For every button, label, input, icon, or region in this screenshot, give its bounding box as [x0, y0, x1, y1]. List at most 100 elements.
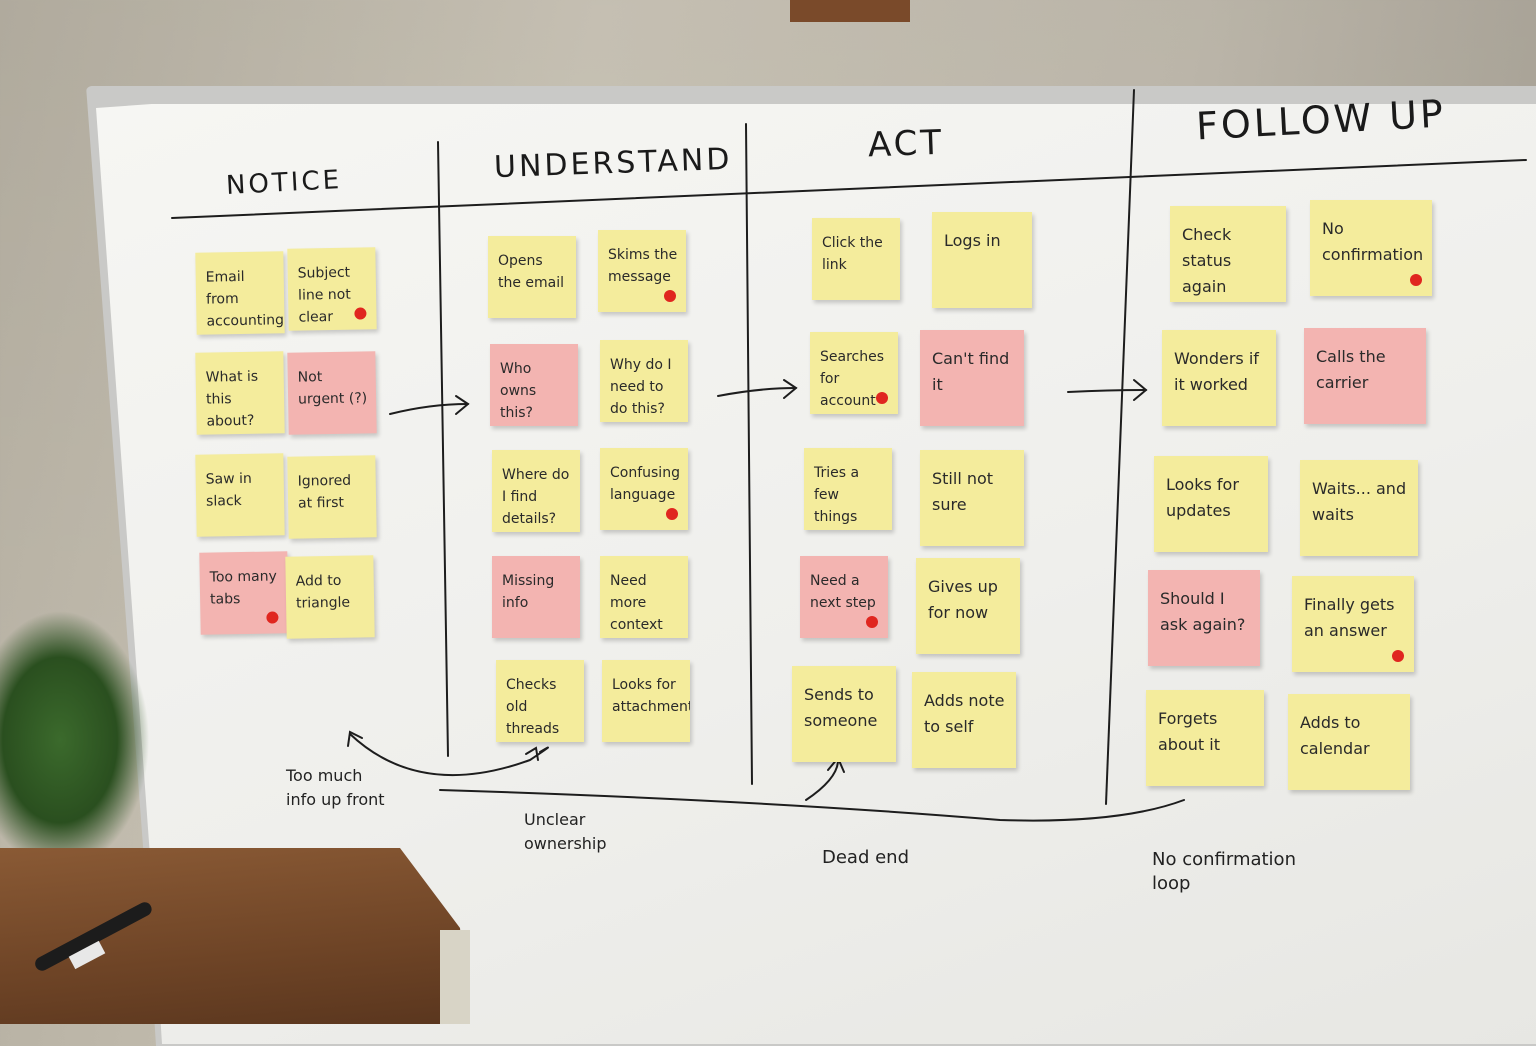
red-dot-sticker	[664, 290, 676, 302]
sticky-note: Not urgent (?)	[287, 351, 377, 435]
note-text: What is this about?	[205, 368, 259, 430]
loop-curve	[349, 733, 549, 777]
sticky-note: Waits... and waits	[1300, 460, 1418, 556]
sticky-note: Looks for attachments	[602, 660, 690, 742]
arrow-1	[389, 403, 469, 415]
sticky-note: Need a next step	[800, 556, 888, 638]
annotation-no-confirmation-loop: No confirmation loop	[1152, 849, 1296, 894]
sticky-note: Add to triangle	[285, 555, 375, 639]
heading-act: ACT	[867, 122, 945, 166]
note-text: Still not sure	[932, 469, 994, 514]
sticky-note: Forgets about it	[1146, 690, 1264, 786]
sticky-note: Adds note to self	[912, 672, 1016, 768]
note-text: Can't find it	[932, 349, 1010, 394]
note-text: Looks for updates	[1166, 475, 1239, 520]
sticky-note: Should I ask again?	[1148, 570, 1260, 666]
note-text: Searches for account	[820, 349, 885, 409]
note-text: No confirmation	[1322, 219, 1424, 264]
sticky-note: Missing info	[492, 556, 580, 638]
arrow-3-head	[1133, 379, 1148, 401]
table-leg	[440, 930, 470, 1024]
sticky-note: Why do I need to do this?	[600, 340, 688, 422]
note-text: Click the link	[822, 235, 883, 273]
sticky-note: Tries a few things	[804, 448, 892, 530]
note-text: Add to triangle	[295, 572, 351, 612]
sticky-note: Adds to calendar	[1288, 694, 1410, 790]
sticky-note: Need more context	[600, 556, 688, 638]
note-text: Gives up for now	[928, 577, 998, 622]
marker-lines	[171, 89, 1527, 822]
wood-beam	[790, 0, 910, 22]
sticky-note: Where do I find details?	[492, 450, 580, 532]
note-text: Confusing language	[610, 465, 680, 503]
note-text: Should I ask again?	[1160, 589, 1246, 634]
note-text: Calls the carrier	[1316, 347, 1386, 392]
arrow-1-head	[455, 395, 470, 415]
sticky-note: Can't find it	[920, 330, 1024, 426]
annotation-unclear-ownership: Unclear ownership	[524, 810, 607, 853]
red-dot-sticker	[876, 392, 888, 404]
sticky-note: Searches for account	[810, 332, 898, 414]
note-text: Tries a few things	[814, 465, 860, 525]
note-text: Email from accounting	[205, 268, 285, 330]
note-text: Forgets about it	[1158, 709, 1220, 754]
sticky-note: Check status again	[1170, 206, 1286, 302]
sticky-note: Too many tabs	[199, 551, 289, 635]
loop-head-left	[347, 730, 363, 747]
red-dot-sticker	[1392, 650, 1404, 662]
note-text: Not urgent (?)	[297, 369, 368, 408]
sticky-note: Checks old threads	[496, 660, 584, 742]
arrow-3	[1067, 389, 1147, 393]
sticky-note: Sends to someone	[792, 666, 896, 762]
note-text: Saw in slack	[205, 470, 252, 510]
sticky-note: Opens the email	[488, 236, 576, 318]
note-text: Who owns this?	[500, 361, 537, 421]
note-text: Too many tabs	[209, 568, 277, 608]
red-dot-sticker	[354, 307, 367, 320]
sticky-note: Subject line not clear	[287, 247, 377, 331]
sticky-note: Email from accounting	[195, 251, 285, 335]
note-text: Checks old threads	[506, 677, 560, 737]
dead-end-arrow	[805, 761, 839, 801]
sticky-note: No confirmation	[1310, 200, 1432, 296]
annotation-too-much-info: Too much info up front	[286, 766, 385, 809]
header-underline	[171, 159, 1527, 219]
sticky-note: Skims the message	[598, 230, 686, 312]
sticky-note: Finally gets an answer	[1292, 576, 1414, 672]
note-text: Need more context	[610, 573, 663, 633]
note-text: Where do I find details?	[502, 467, 570, 527]
note-text: Subject line not clear	[297, 264, 351, 326]
sticky-note: Who owns this?	[490, 344, 578, 426]
red-dot-sticker	[266, 611, 279, 624]
sticky-note: Still not sure	[920, 450, 1024, 546]
houseplant	[0, 610, 150, 870]
sticky-note: Ignored at first	[287, 455, 377, 539]
note-text: Skims the message	[608, 247, 678, 285]
note-text: Need a next step	[810, 573, 876, 611]
note-text: Logs in	[944, 231, 1001, 250]
note-text: Looks for attachments	[612, 677, 690, 715]
note-text: Wonders if it worked	[1174, 349, 1259, 394]
note-text: Adds to calendar	[1300, 713, 1370, 758]
sticky-note: Confusing language	[600, 448, 688, 530]
red-dot-sticker	[666, 508, 678, 520]
arrow-2-head	[783, 379, 798, 399]
sticky-note: Calls the carrier	[1304, 328, 1426, 424]
note-text: Ignored at first	[297, 472, 352, 512]
sticky-note: Saw in slack	[195, 453, 285, 537]
note-text: Why do I need to do this?	[610, 357, 672, 417]
loop-head-mid	[525, 746, 539, 761]
annotation-dead-end: Dead end	[822, 847, 910, 868]
sticky-note: Click the link	[812, 218, 900, 300]
note-text: Check status again	[1182, 225, 1232, 296]
note-text: Sends to someone	[804, 685, 878, 730]
bottom-sweep	[439, 789, 1185, 822]
sticky-note: Looks for updates	[1154, 456, 1268, 552]
note-text: Finally gets an answer	[1304, 595, 1395, 640]
sticky-note: Logs in	[932, 212, 1032, 308]
divider-2	[745, 123, 753, 785]
note-text: Opens the email	[498, 253, 565, 291]
divider-1	[437, 141, 449, 757]
sticky-note: What is this about?	[195, 351, 285, 435]
